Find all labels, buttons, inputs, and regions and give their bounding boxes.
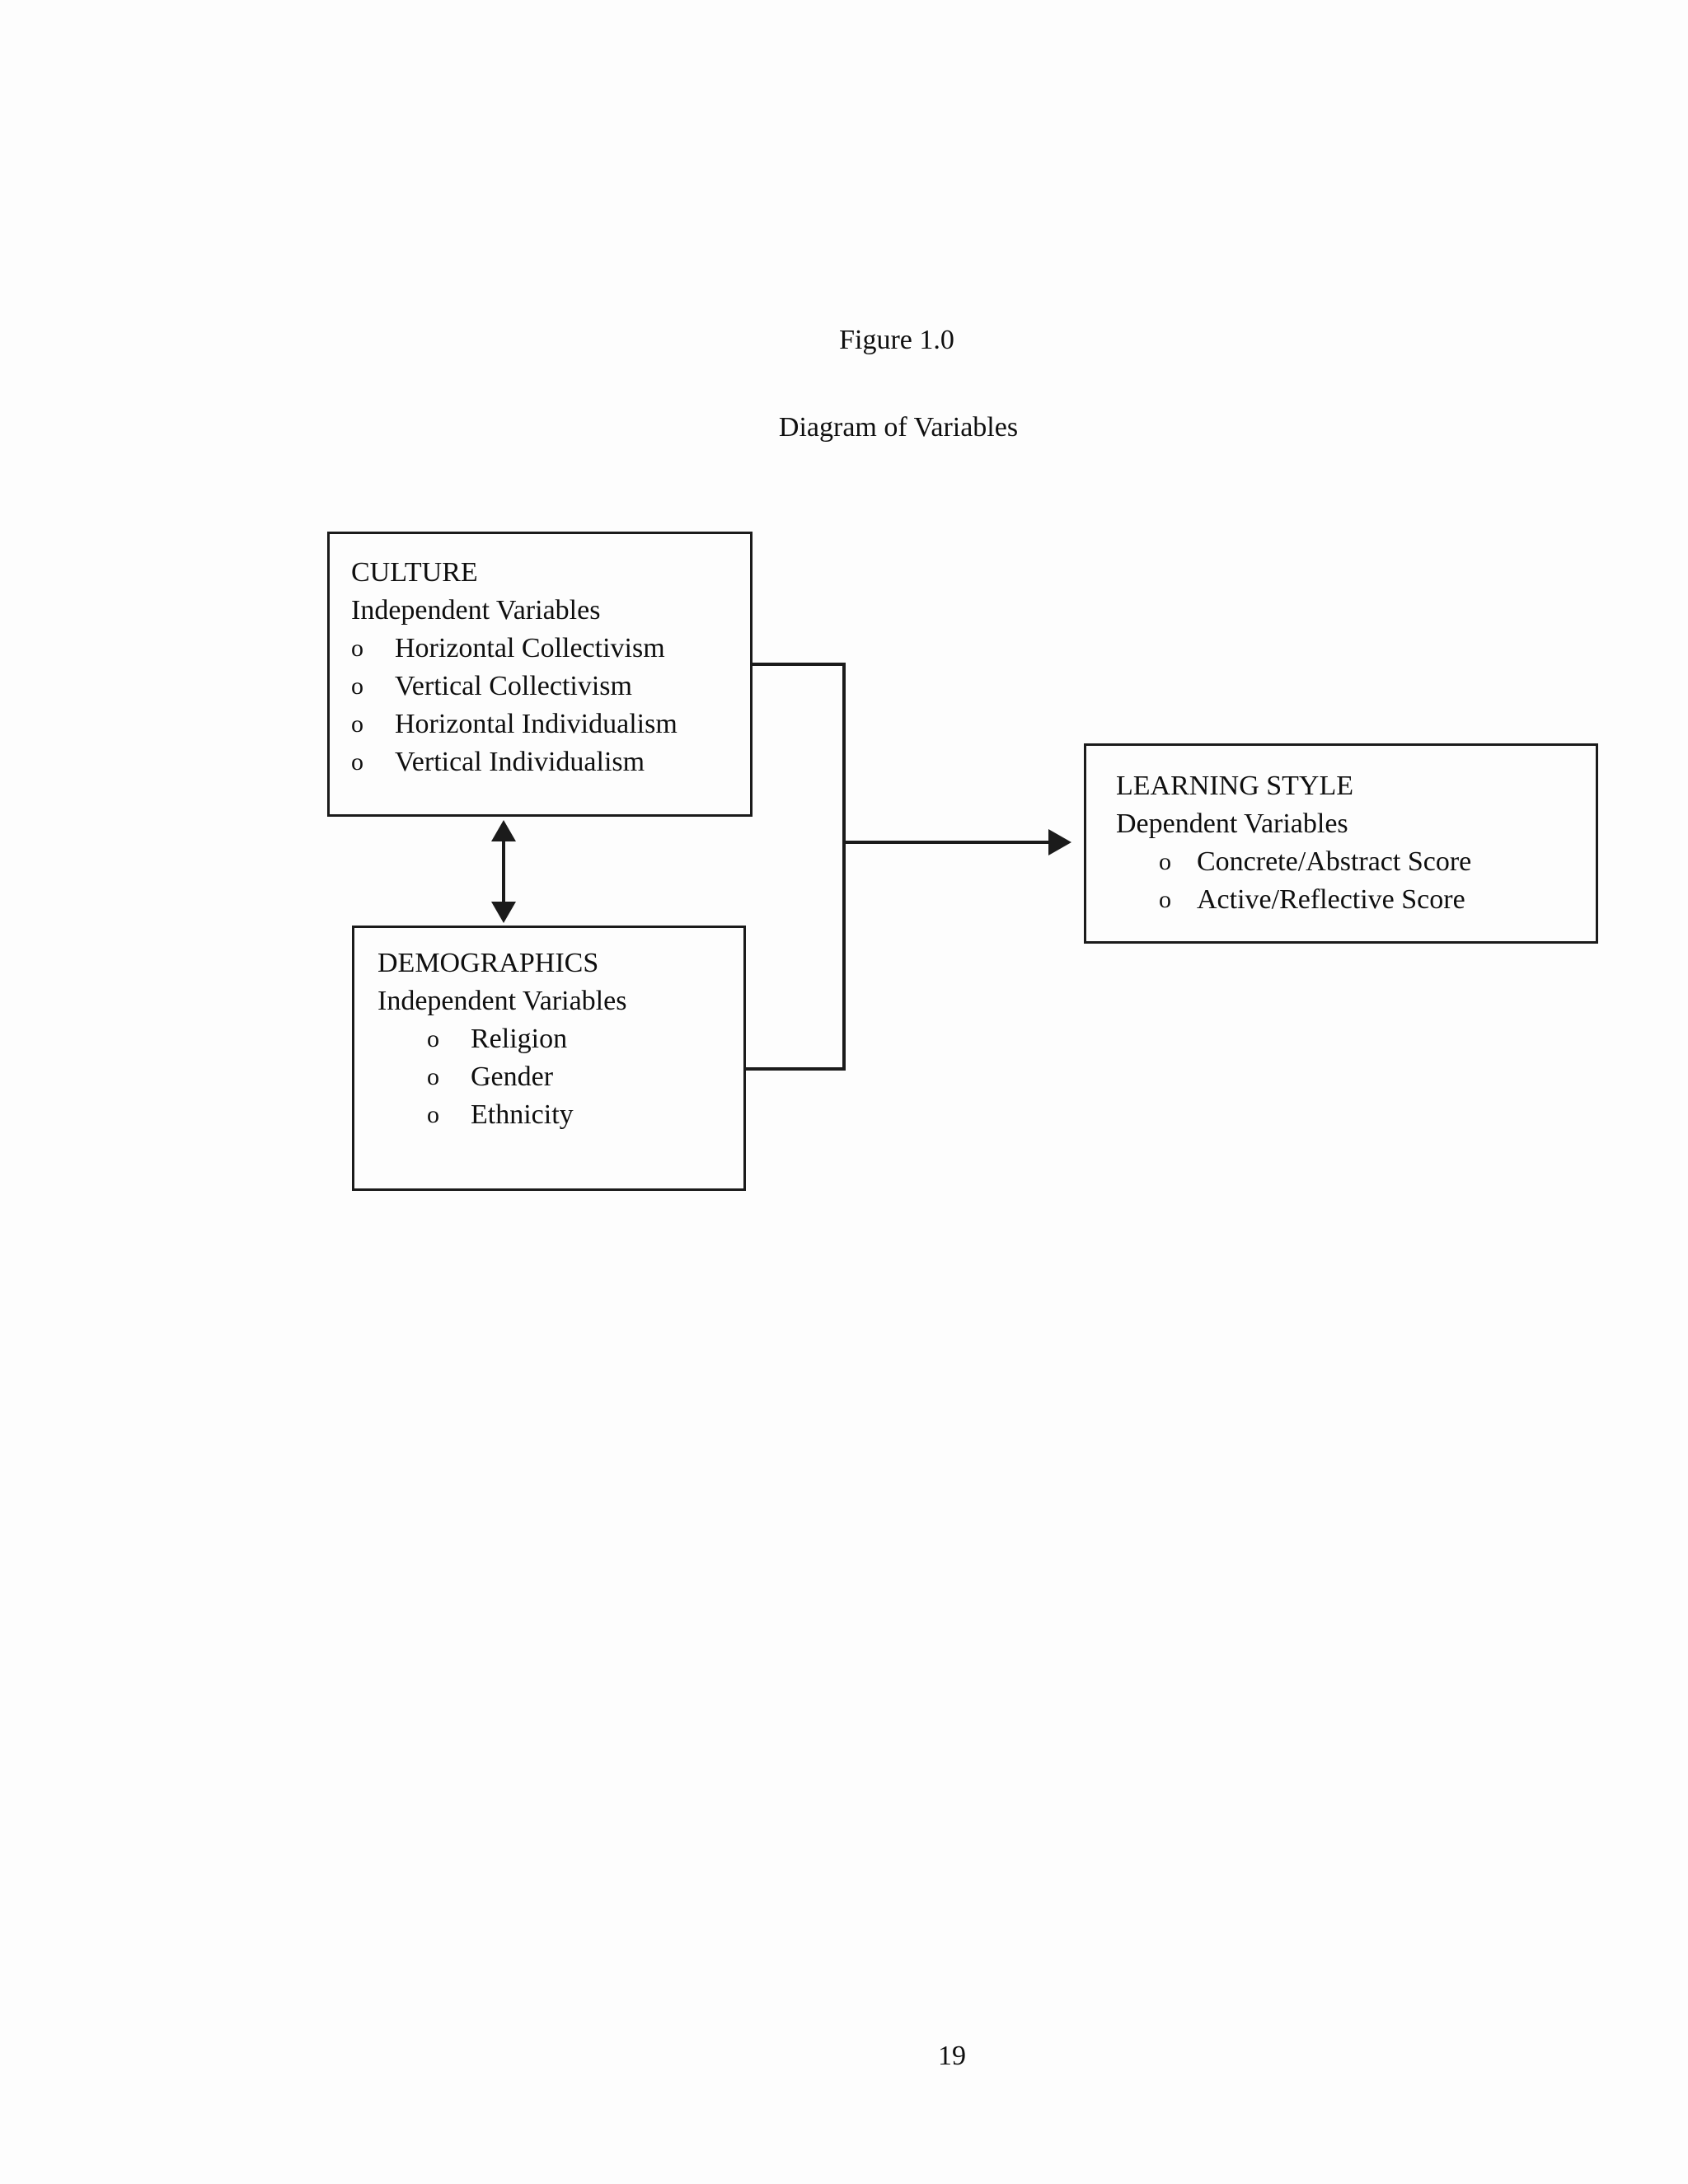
learning-style-box-title: LEARNING STYLE <box>1116 771 1354 801</box>
figure-title: Diagram of Variables <box>778 412 1019 443</box>
demographics-box: DEMOGRAPHICS Independent Variables o Reli… <box>352 926 746 1191</box>
circle-bullet-icon: o <box>427 1025 439 1052</box>
bullet-label: Vertical Individualism <box>395 747 645 777</box>
bullet-item: o Ethnicity <box>427 1096 735 1134</box>
bullet-label: Concrete/Abstract Score <box>1197 846 1472 877</box>
culture-box-title: CULTURE <box>351 557 478 588</box>
bullet-item: o Vertical Individualism <box>351 743 742 781</box>
double-arrow-culture-demographics <box>502 836 505 912</box>
circle-bullet-icon: o <box>1159 886 1171 913</box>
arrow-to-learning-style <box>842 841 1050 844</box>
bullet-label: Religion <box>471 1024 568 1054</box>
circle-bullet-icon: o <box>427 1063 439 1090</box>
arrowhead-right-icon <box>1048 829 1071 855</box>
bullet-item: o Active/Reflective Score <box>1159 881 1587 919</box>
circle-bullet-icon: o <box>351 710 363 738</box>
bullet-item: o Horizontal Collectivism <box>351 630 742 668</box>
bullet-item: o Vertical Collectivism <box>351 668 742 705</box>
culture-box-subtitle: Independent Variables <box>351 595 601 626</box>
arrowhead-up-icon <box>491 820 516 841</box>
connector-demographics-to-junction <box>744 1067 844 1071</box>
circle-bullet-icon: o <box>1159 848 1171 875</box>
arrowhead-down-icon <box>491 902 516 923</box>
circle-bullet-icon: o <box>427 1101 439 1128</box>
bullet-label: Gender <box>471 1062 554 1092</box>
bullet-label: Active/Reflective Score <box>1197 884 1465 915</box>
circle-bullet-icon: o <box>351 748 363 776</box>
circle-bullet-icon: o <box>351 673 363 700</box>
learning-style-box-subtitle: Dependent Variables <box>1116 808 1348 839</box>
bullet-item: o Horizontal Individualism <box>351 705 742 743</box>
connector-culture-to-junction <box>751 663 844 666</box>
bullet-label: Vertical Collectivism <box>395 671 632 701</box>
bullet-label: Ethnicity <box>471 1099 574 1130</box>
bullet-item: o Religion <box>427 1020 735 1058</box>
circle-bullet-icon: o <box>351 635 363 662</box>
demographics-box-title: DEMOGRAPHICS <box>377 948 599 978</box>
bullet-label: Horizontal Individualism <box>395 709 678 739</box>
bullet-item: o Gender <box>427 1058 735 1096</box>
learning-style-box: LEARNING STYLE Dependent Variables o Conc… <box>1084 743 1598 944</box>
connector-junction-vertical <box>842 663 846 1071</box>
figure-label: Figure 1.0 <box>839 325 954 355</box>
bullet-item: o Concrete/Abstract Score <box>1159 843 1587 881</box>
demographics-box-subtitle: Independent Variables <box>377 986 627 1016</box>
bullet-label: Horizontal Collectivism <box>395 633 665 663</box>
page-number: 19 <box>938 2041 966 2071</box>
